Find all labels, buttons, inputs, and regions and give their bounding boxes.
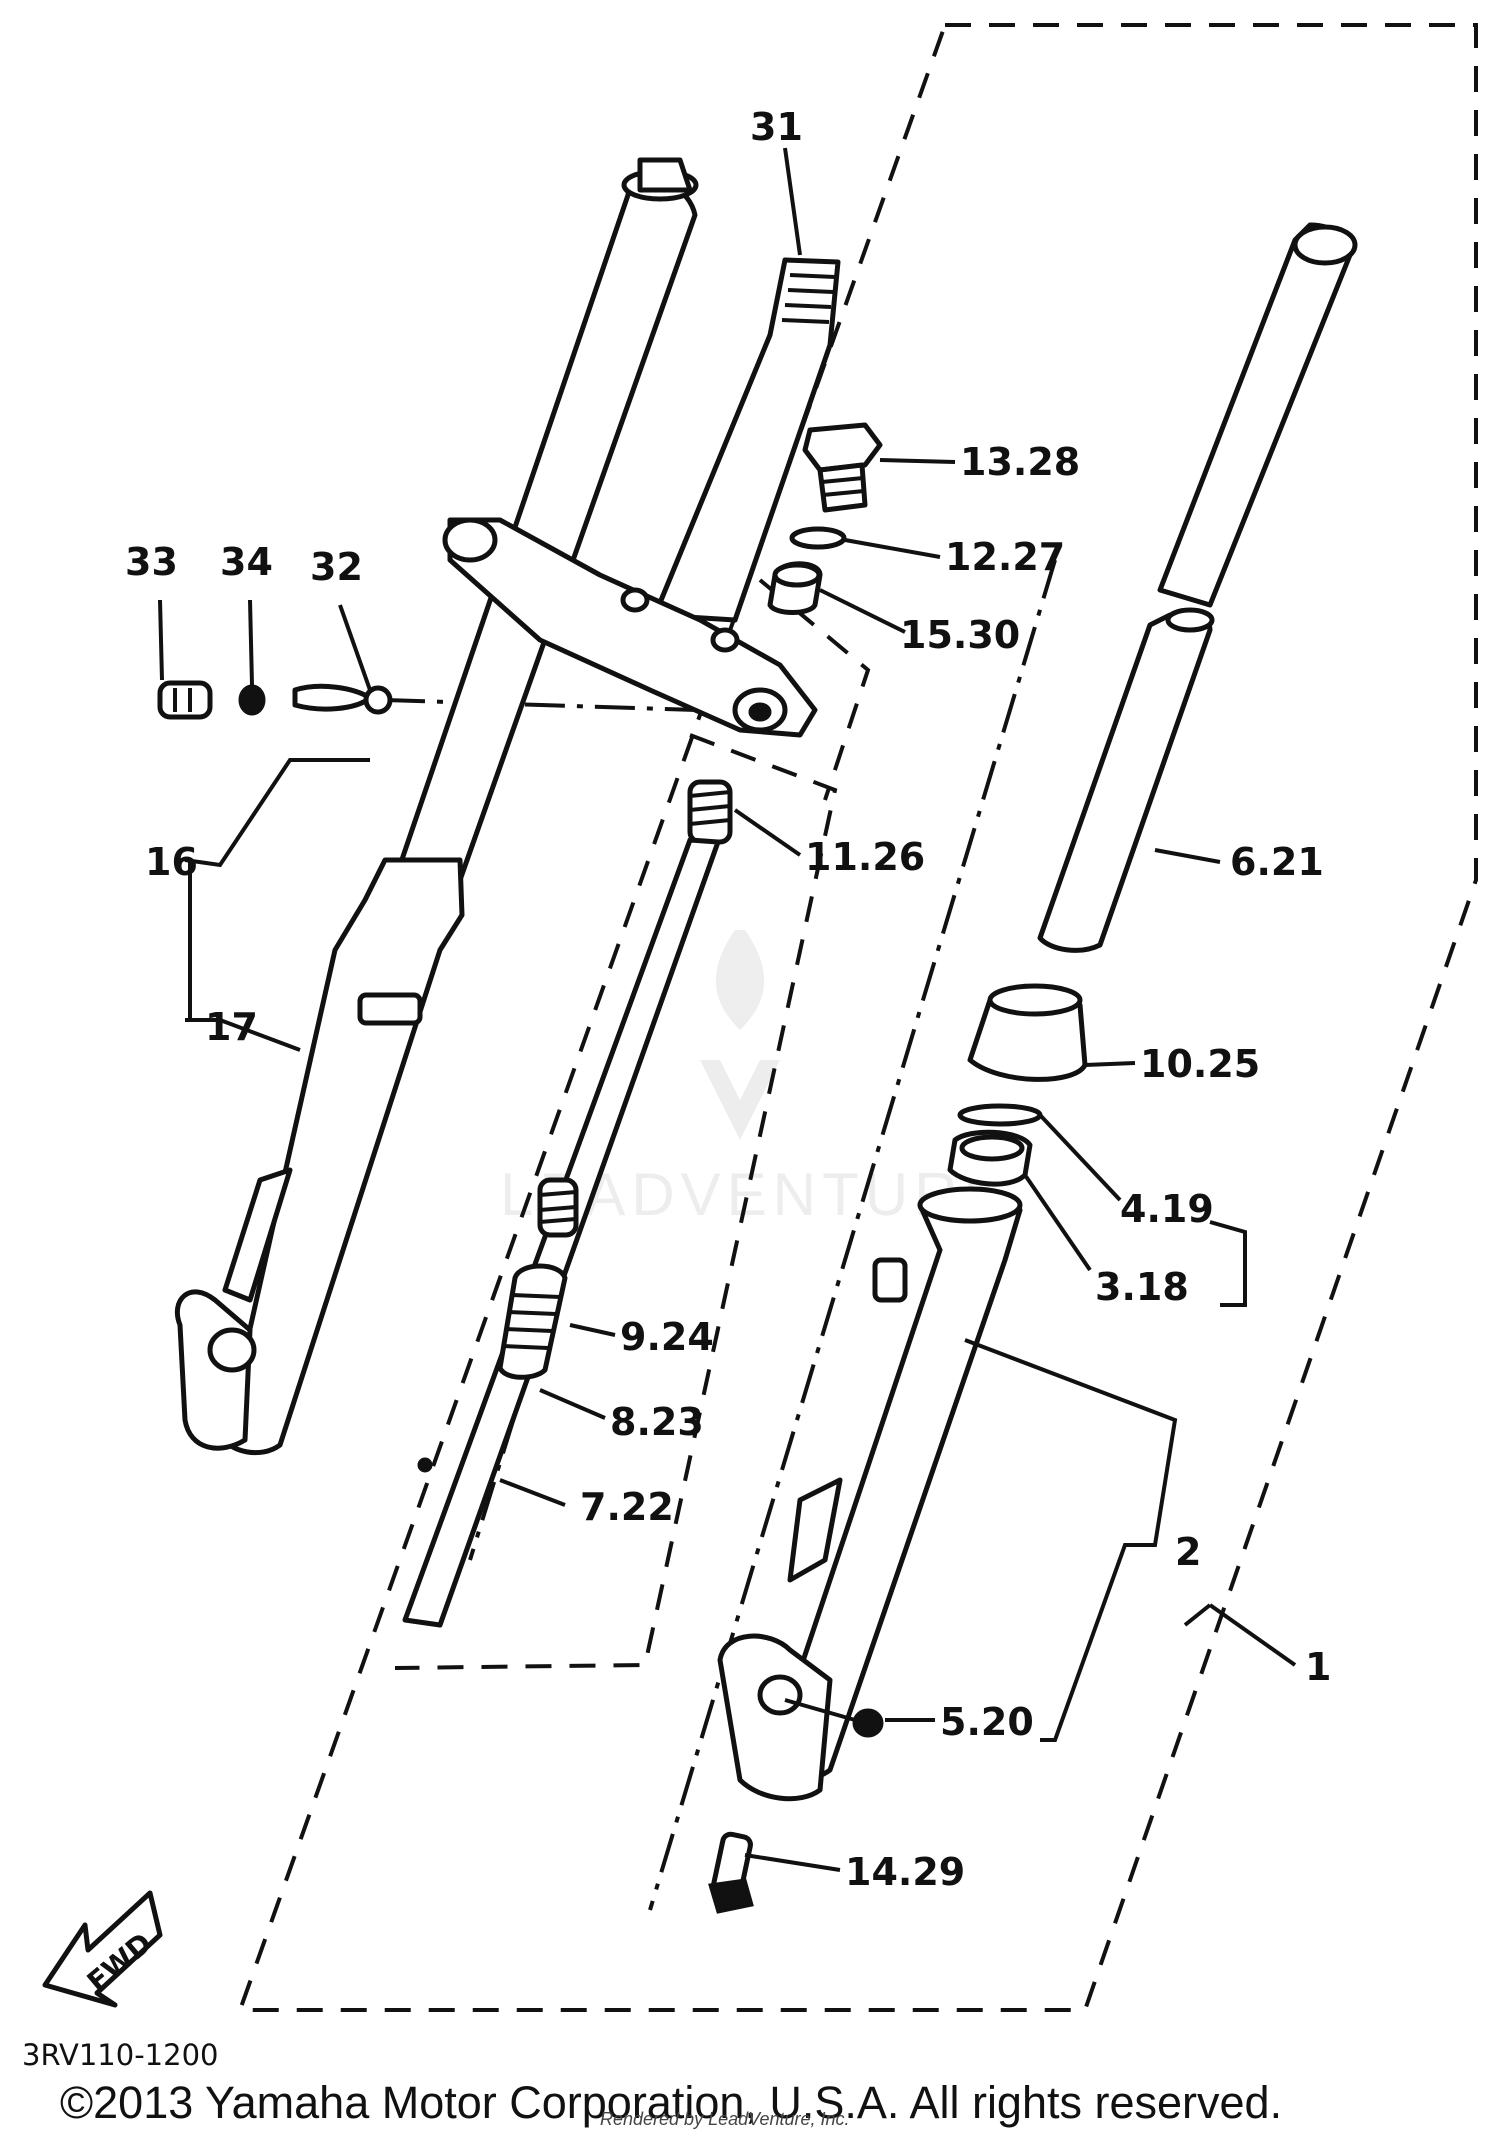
clamp-32 — [292, 683, 393, 715]
callout-13-28: 13.28 — [960, 440, 1080, 484]
clip — [957, 1103, 1043, 1127]
cap-bolt — [802, 422, 883, 513]
callout-33: 33 — [125, 540, 178, 584]
o-ring — [789, 526, 847, 550]
left-fork-outer-tube — [174, 857, 465, 1456]
callout-16: 16 — [145, 840, 198, 884]
callout-12-27: 12.27 — [945, 535, 1065, 579]
dust-seal — [967, 983, 1088, 1082]
rendered-by-credit: Rendered by LeadVenture, Inc. — [600, 2109, 850, 2129]
callout-14-29: 14.29 — [845, 1850, 965, 1894]
callout-2: 2 — [1175, 1530, 1201, 1574]
steering-stem — [652, 257, 841, 623]
callout-17: 17 — [205, 1005, 258, 1049]
callout-15-30: 15.30 — [900, 613, 1020, 657]
inner-tube-top — [1157, 222, 1358, 608]
callout-labels: 31 13.28 12.27 15.30 33 34 32 11.26 6.21… — [125, 105, 1331, 1894]
washer-34 — [238, 684, 266, 716]
leader-lines — [158, 147, 1297, 1872]
callout-3-18: 3.18 — [1095, 1265, 1189, 1309]
bolt-33 — [157, 680, 213, 720]
collar — [767, 561, 823, 615]
callout-34: 34 — [220, 540, 273, 584]
diagram-code: 3RV110-1200 — [22, 2038, 218, 2072]
inner-tube-lower — [1037, 607, 1215, 953]
callout-4-19: 4.19 — [1120, 1187, 1214, 1231]
callout-9-24: 9.24 — [620, 1315, 714, 1359]
callout-11-26: 11.26 — [805, 835, 925, 879]
oil-seal — [947, 1129, 1033, 1187]
rebound-spring — [537, 1177, 579, 1238]
taper-spindle — [497, 1263, 568, 1380]
callout-8-23: 8.23 — [610, 1400, 704, 1444]
callout-1: 1 — [1305, 1645, 1331, 1689]
assembly-boundary — [237, 23, 1478, 2012]
callout-10-25: 10.25 — [1140, 1042, 1260, 1086]
drain-bolt — [708, 1831, 754, 1914]
callout-31: 31 — [750, 105, 803, 149]
callout-7-22: 7.22 — [580, 1485, 674, 1529]
under-bracket — [442, 517, 818, 738]
damper-spring-top — [687, 779, 733, 845]
drain-washer — [852, 1708, 884, 1738]
fwd-arrow-icon: FWD — [42, 1890, 163, 2008]
callout-6-21: 6.21 — [1230, 840, 1324, 884]
copyright-notice: ©2013 Yamaha Motor Corporation, U.S.A. A… — [60, 2077, 1282, 2128]
right-outer-tube — [717, 1186, 1023, 1802]
callout-5-20: 5.20 — [940, 1700, 1034, 1744]
callout-32: 32 — [310, 545, 363, 589]
left-fork-tube — [392, 157, 699, 883]
center-line-main — [648, 559, 1057, 1911]
